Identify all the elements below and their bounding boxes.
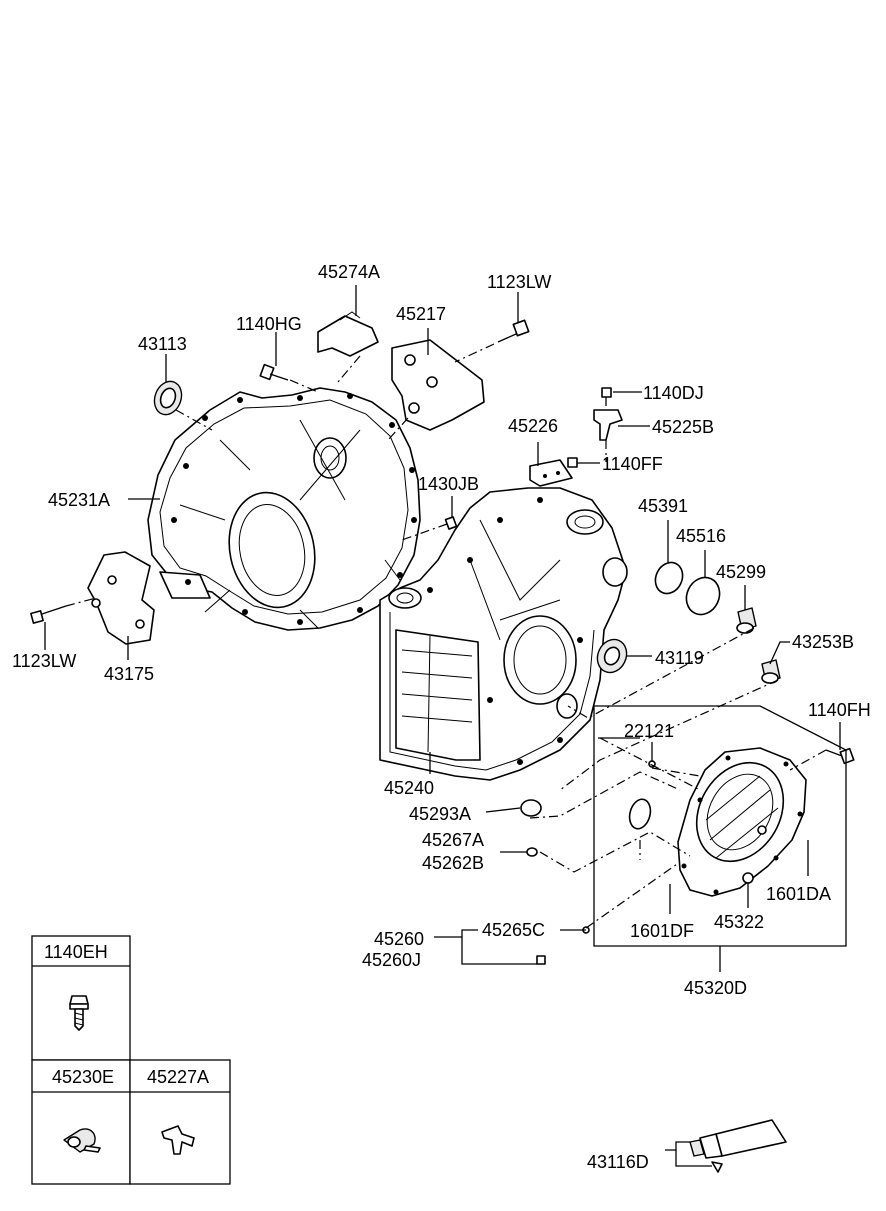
plug-1430jb-illustration [444, 516, 458, 530]
bolt-1140dj-illustration [601, 387, 612, 406]
label-1140ff: 1140FF [602, 454, 663, 474]
bracket-45274a-illustration [317, 311, 379, 357]
label-1140hg: 1140HG [236, 314, 302, 334]
label-45262b: 45262B [422, 853, 484, 873]
label-1601da: 1601DA [766, 884, 831, 904]
rear-cover-assembly-illustration [677, 747, 807, 897]
label-45391: 45391 [638, 496, 688, 516]
o-ring-45293a-illustration [520, 799, 542, 817]
o-ring-45262b-illustration [526, 847, 538, 857]
leader-lines [44, 285, 847, 1167]
legend-label-45227a: 45227A [147, 1067, 209, 1087]
label-45240: 45240 [384, 778, 434, 798]
legend-table: 1140EH 45230E 45227A [31, 935, 231, 1185]
label-45267a: 45267A [422, 830, 484, 850]
label-22121: 22121 [624, 721, 674, 741]
label-1430jb: 1430JB [418, 474, 479, 494]
bolt-1140hg-illustration [259, 363, 289, 381]
label-43116d: 43116D [587, 1152, 649, 1172]
label-45516: 45516 [676, 526, 726, 546]
bolt-1140ff-illustration [567, 457, 578, 468]
bracket-45225b-illustration [593, 409, 623, 441]
label-45274a: 45274A [318, 262, 380, 282]
flange-bolt-1140eh-icon [69, 995, 89, 1031]
label-45299: 45299 [716, 562, 766, 582]
transaxle-case-illustration [379, 487, 628, 781]
bolt-1140fh-illustration [825, 747, 855, 765]
bushing-45299-illustration [736, 607, 757, 634]
label-45260j: 45260J [362, 950, 421, 970]
label-1140fh: 1140FH [808, 700, 871, 720]
label-45260: 45260 [374, 929, 424, 949]
label-1140dj: 1140DJ [643, 383, 704, 403]
label-43253b: 43253B [792, 632, 854, 652]
legend-label-45230e: 45230E [52, 1067, 114, 1087]
label-43119: 43119 [655, 648, 704, 668]
label-1123lw-top: 1123LW [487, 272, 551, 292]
bolt-45260j-illustration [536, 955, 546, 965]
sealant-tube-43116d-illustration [689, 1119, 787, 1173]
bracket-43175-illustration [87, 551, 155, 645]
part-labels: 45274A 1123LW 45217 1140HG 43113 1140DJ … [12, 262, 871, 1172]
clip-45227a-icon [161, 1125, 195, 1155]
bolt-1123lw-top-illustration [454, 319, 530, 363]
label-43113: 43113 [138, 334, 187, 354]
clip-45230e-icon [63, 1128, 101, 1153]
label-45320d: 45320D [684, 978, 747, 998]
label-45231a: 45231A [48, 490, 110, 510]
o-ring-45391-illustration [654, 561, 684, 595]
label-45217: 45217 [396, 304, 446, 324]
bolt-1123lw-left-illustration [30, 605, 67, 624]
label-1601df: 1601DF [630, 921, 694, 941]
label-45226: 45226 [508, 416, 558, 436]
bracket-45217-illustration [391, 339, 485, 431]
oil-seal-43113-illustration [153, 380, 183, 416]
oil-seal-43119-illustration [596, 638, 628, 674]
legend-label-1140eh: 1140EH [44, 942, 108, 962]
o-ring-45322-illustration [628, 798, 652, 830]
label-43175: 43175 [104, 664, 154, 684]
label-45225b: 45225B [652, 417, 714, 437]
label-45293a: 45293A [409, 804, 471, 824]
bushing-43253b-illustration [761, 659, 781, 684]
label-45265c: 45265C [482, 920, 545, 940]
label-1123lw-left: 1123LW [12, 651, 76, 671]
bracket-45226-illustration [529, 459, 573, 487]
o-ring-45516-illustration [685, 576, 721, 616]
label-45322: 45322 [714, 912, 764, 932]
clutch-housing-illustration [147, 387, 421, 631]
